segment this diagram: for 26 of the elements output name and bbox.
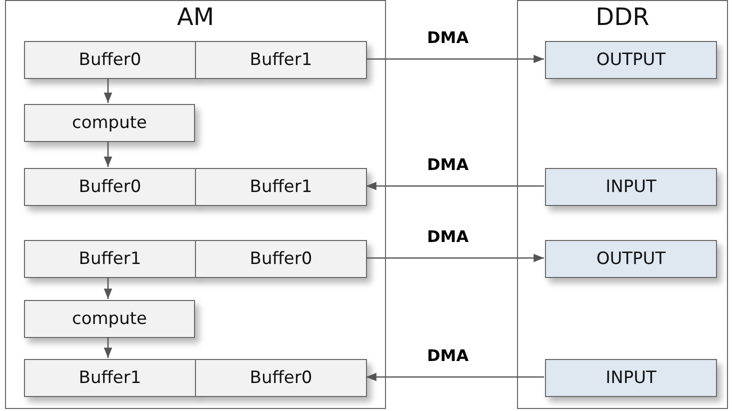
buffer-box: Buffer0 (195, 240, 367, 278)
buffer-box: Buffer1 (24, 359, 196, 397)
memory-box: OUTPUT (545, 41, 717, 79)
arrow (104, 337, 112, 358)
memory-panel (517, 0, 728, 409)
buffer-box: compute (24, 104, 195, 142)
arrow (104, 78, 112, 103)
memory-box: INPUT (545, 359, 717, 397)
memory-panel (5, 0, 386, 409)
buffer-box: Buffer0 (24, 41, 196, 79)
buffer-box: Buffer1 (24, 240, 196, 278)
buffer-box: Buffer1 (195, 41, 367, 79)
arrow (104, 141, 112, 167)
arrow (366, 182, 544, 190)
arrow (366, 372, 544, 382)
arrow (366, 254, 544, 262)
buffer-box: Buffer1 (195, 168, 367, 206)
panel-title: DDR (594, 3, 650, 31)
buffer-box: compute (24, 300, 195, 338)
memory-box: INPUT (545, 168, 717, 206)
panel-title: AM (176, 3, 216, 31)
buffer-box: Buffer0 (195, 359, 367, 397)
memory-box: OUTPUT (545, 240, 717, 278)
arrow (366, 54, 544, 64)
arrow (104, 277, 112, 299)
buffer-box: Buffer0 (24, 168, 196, 206)
